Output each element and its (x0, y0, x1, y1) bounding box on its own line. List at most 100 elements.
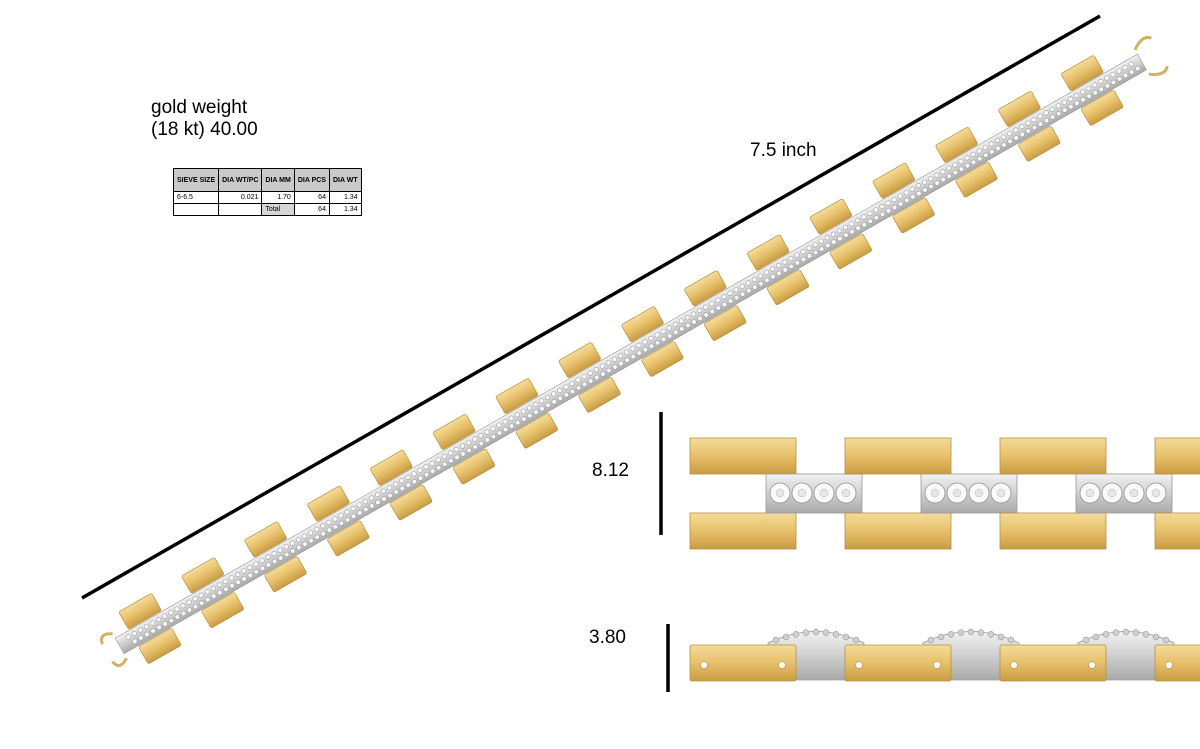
diamond-stone (460, 451, 466, 457)
diamond-stone (873, 215, 879, 221)
diamond-stone (1098, 86, 1104, 92)
diamond-stone (186, 607, 193, 613)
diamond-stone (435, 457, 441, 463)
diamond-stone (836, 228, 842, 234)
side-prong (1112, 629, 1120, 636)
diamond-stone (1013, 135, 1019, 141)
side-prong (782, 633, 790, 641)
diamond-stone (612, 364, 618, 370)
diamond-stone (484, 429, 490, 435)
diamond-stone (678, 318, 684, 324)
diamond-stone (563, 384, 569, 390)
diamond-stone (952, 170, 958, 176)
diamond-stone (636, 342, 642, 348)
diamond-stone (654, 340, 661, 346)
side-prong (1007, 636, 1015, 644)
diamond-stone (685, 322, 691, 328)
diamond-stone (757, 273, 763, 279)
diamond-stone (855, 225, 861, 231)
table-header-row: SIEVE SIZE DIA WT/PC DIA MM DIA PCS DIA … (172, 168, 362, 192)
diamond-stone (405, 474, 411, 480)
side-rivet (933, 661, 941, 669)
diamond-stone (447, 450, 453, 456)
gold-link-lower (138, 628, 181, 664)
side-prong (937, 633, 945, 641)
diamond-stone (715, 297, 721, 303)
diamond-stone (916, 190, 922, 197)
diamond-stone (800, 256, 806, 262)
top-diamond-facet (952, 488, 962, 498)
diamond-stone (739, 283, 745, 289)
gold-link-upper (181, 557, 224, 594)
diamond-stone (618, 353, 624, 359)
diamond-stone (952, 162, 958, 168)
diamond-stone (289, 540, 295, 546)
diamond-stone (381, 496, 387, 502)
diamond-stone (879, 211, 885, 217)
diamond-stone (1049, 106, 1055, 112)
diamond-stone (1074, 100, 1080, 106)
diamond-stone (1050, 114, 1056, 120)
diamond-stone (588, 378, 594, 384)
diamond-stone (630, 354, 636, 360)
diamond-stone (922, 187, 928, 193)
diamond-stone (733, 287, 739, 293)
diamond-stone (599, 363, 605, 369)
diamond-stone (174, 614, 180, 620)
diamond-stone (1019, 131, 1025, 137)
diamond-stone (806, 253, 813, 259)
diamond-stone (563, 392, 569, 398)
side-prong (822, 629, 830, 636)
diamond-stone (843, 232, 849, 238)
diamond-stone (758, 281, 764, 287)
gold-link-lower (201, 592, 244, 628)
diamond-stone (326, 519, 332, 525)
diamond-stone (582, 381, 588, 387)
diamond-stone (526, 405, 532, 411)
diamond-stone (441, 453, 447, 459)
diamond-stone (1062, 107, 1068, 113)
header-dia-mm: DIA MM (261, 168, 295, 192)
diamond-stone (764, 277, 770, 283)
diamond-stone (344, 509, 350, 515)
diamond-stone (320, 523, 326, 529)
gold-link-lower (452, 448, 496, 485)
diamond-stone (545, 394, 551, 400)
diamond-stone (283, 544, 289, 550)
diamond-stone (557, 387, 563, 394)
diamond-stone (794, 252, 800, 258)
diamond-stone (332, 524, 338, 530)
diamond-stone (630, 346, 636, 352)
diamond-stone (1104, 75, 1110, 81)
diamond-stone (594, 374, 600, 381)
diamond-stone (1129, 69, 1135, 75)
side-prong (1132, 629, 1140, 636)
side-prong (947, 631, 955, 638)
diamond-stone (527, 413, 533, 419)
diamond-stone (138, 635, 144, 641)
diamond-stone (813, 249, 819, 256)
diamond-stone (654, 332, 660, 338)
gold-link-upper (747, 234, 790, 271)
diamond-stone (222, 578, 229, 584)
gold-link-lower (704, 305, 747, 341)
diamond-stone (703, 312, 709, 318)
gold-weight-label: gold weight (18 kt) 40.00 (151, 97, 258, 141)
diamond-stone (1104, 83, 1110, 89)
cell-total-wt: 1.34 (328, 203, 362, 216)
length-dimension-line (81, 14, 1101, 600)
diamond-stone (867, 218, 873, 224)
gold-link-lower (766, 269, 810, 305)
side-prong (1162, 636, 1170, 644)
diamond-stone (679, 326, 685, 332)
diamond-stone (1073, 92, 1080, 98)
diamond-stone (605, 360, 612, 366)
diamond-stone (1055, 103, 1061, 109)
diamond-stone (569, 388, 575, 394)
top-gold-link-upper (999, 437, 1107, 475)
header-sieve-size: SIEVE SIZE (172, 168, 220, 192)
diamond-stone (216, 582, 222, 588)
diamond-stone (825, 242, 831, 249)
diamond-stone (368, 495, 374, 501)
diamond-stone (1001, 142, 1007, 148)
